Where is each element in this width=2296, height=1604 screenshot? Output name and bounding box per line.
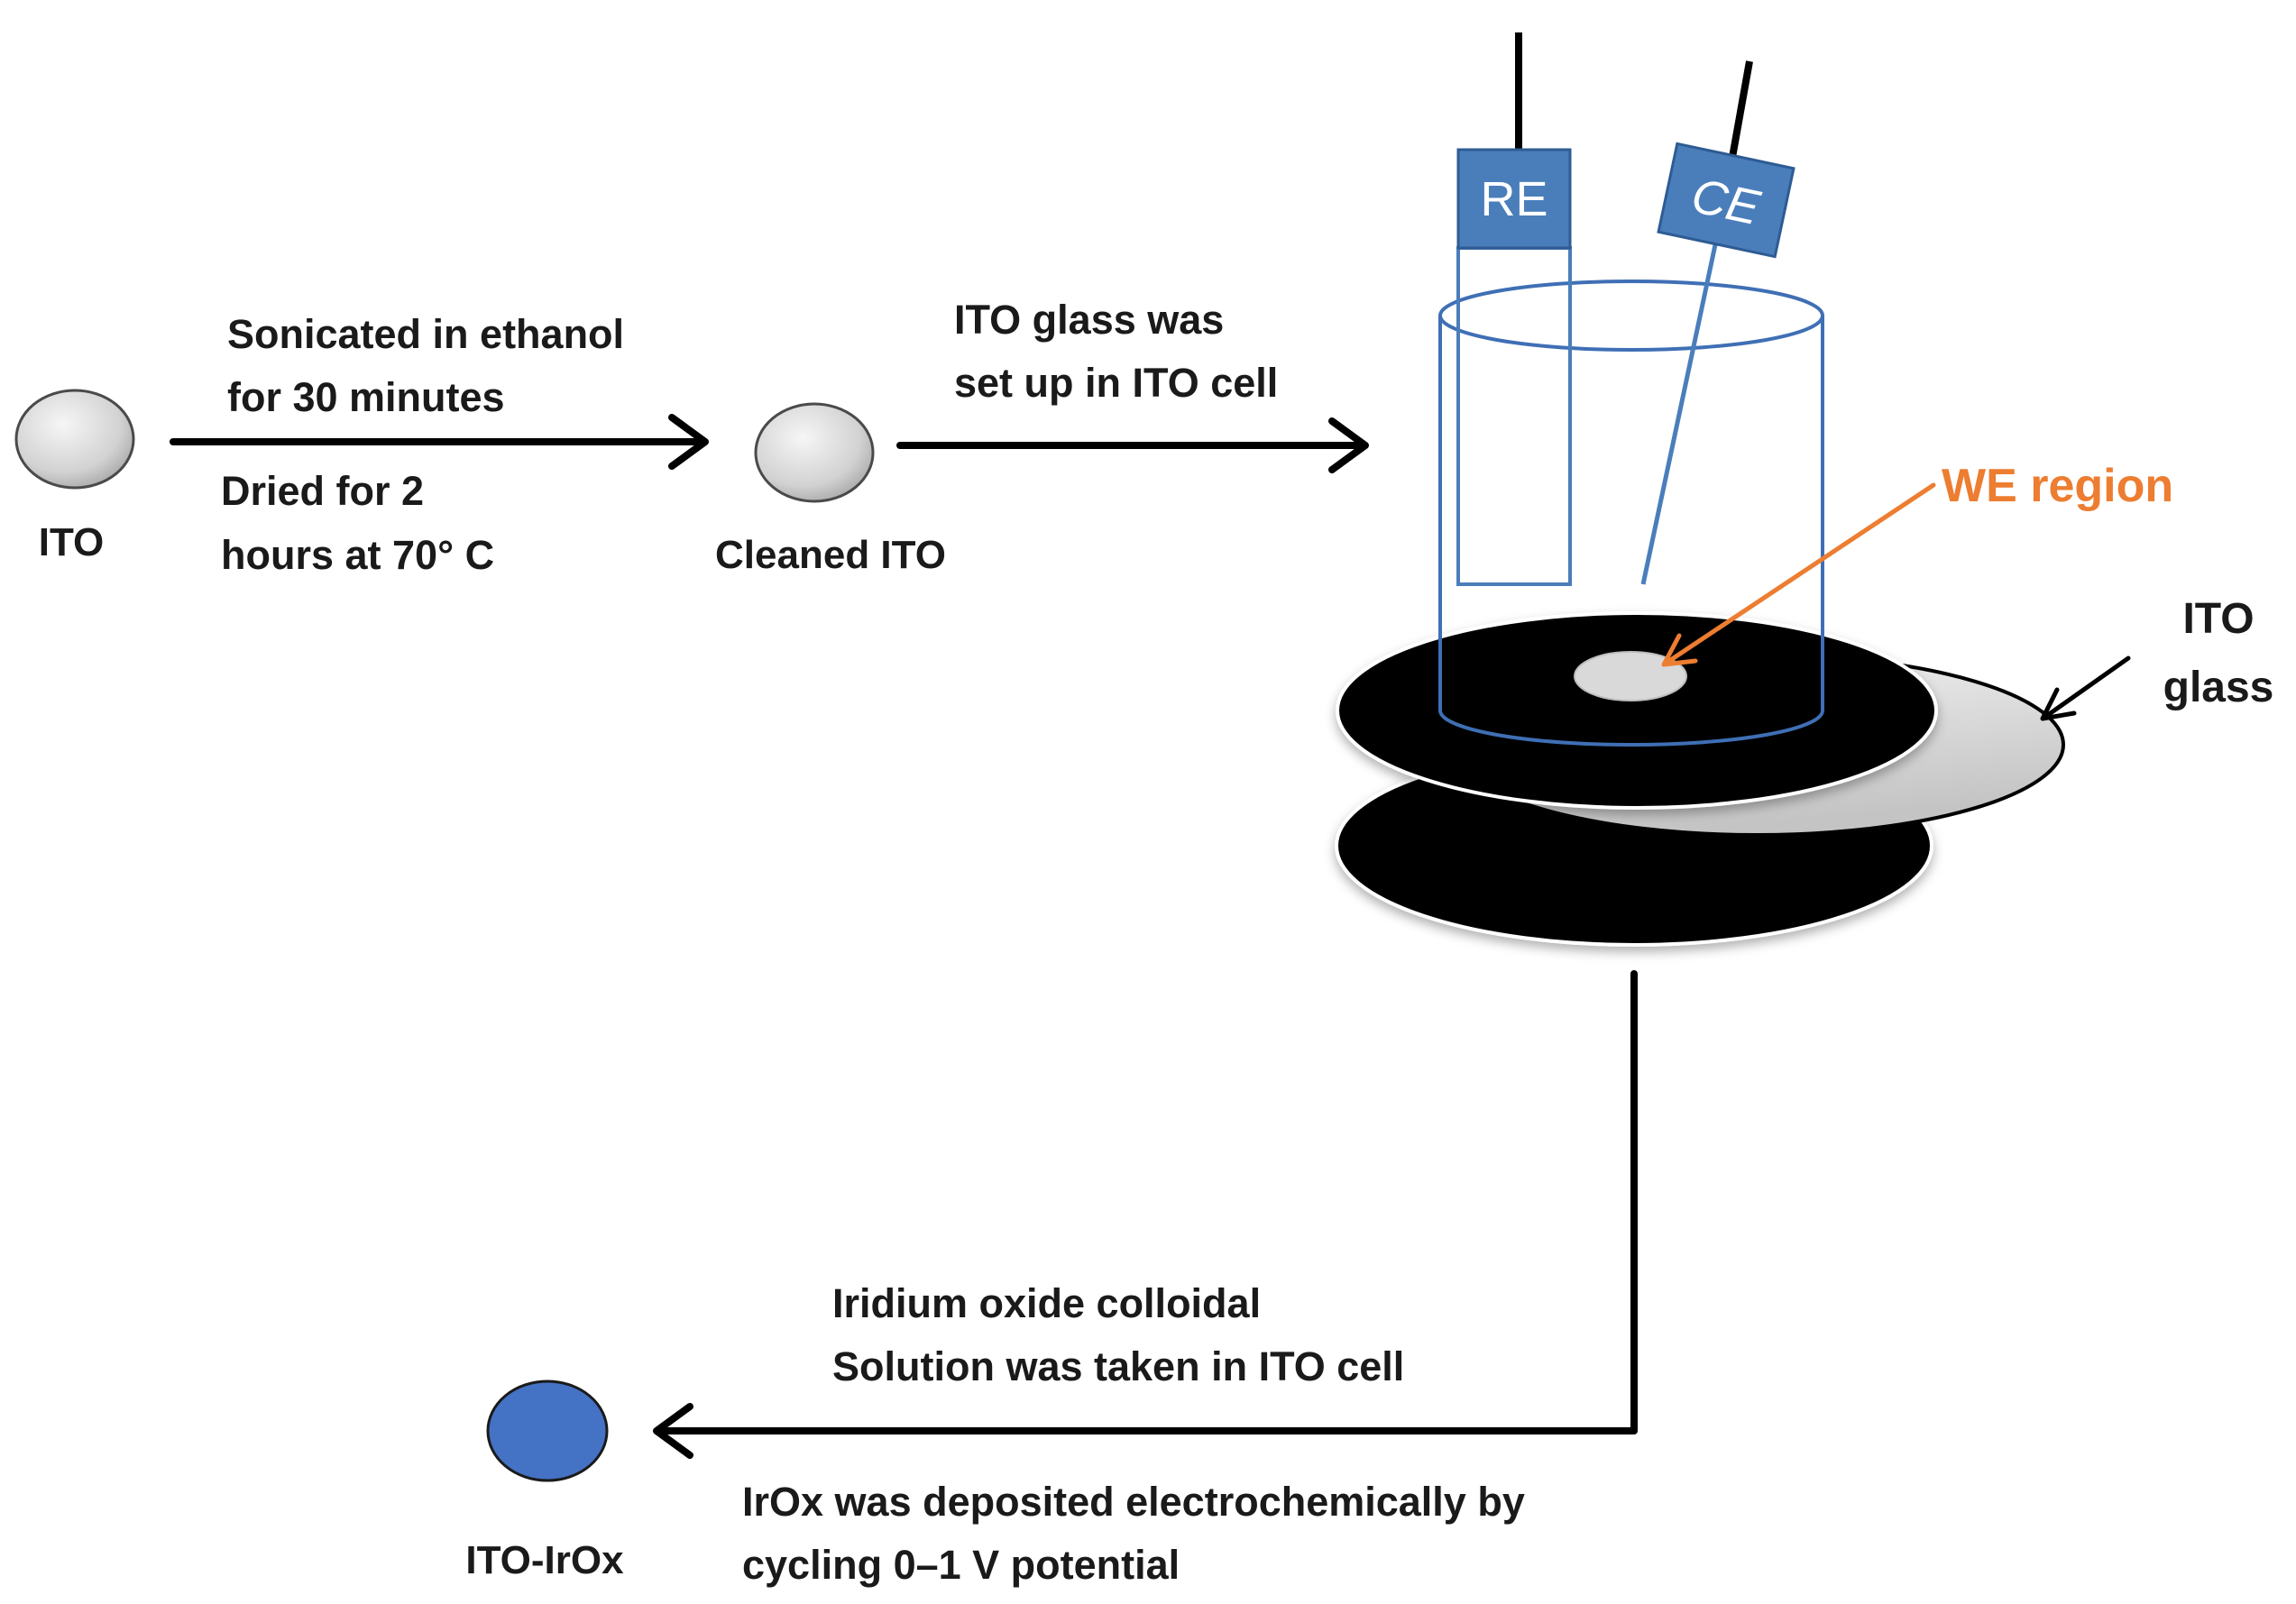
ito-sample-label: ITO (39, 520, 105, 564)
ito-glass-label-line2: glass (2163, 664, 2274, 711)
step1-text-line4: hours at 70° C (221, 532, 494, 578)
ito-sample-disc (14, 389, 135, 490)
arrow-clean-step (170, 414, 709, 470)
step2-text-line1: ITO glass was (954, 297, 1224, 343)
step1-text-line1: Sonicated in ethanol (227, 311, 624, 357)
step3-text-line4: cycling 0–1 V potential (742, 1542, 1180, 1588)
ito-glass-pointer (2040, 655, 2131, 721)
we-region-pointer (1661, 482, 1936, 667)
we-region-label: WE region (1942, 460, 2173, 512)
ito-irox-label: ITO-IrOx (465, 1538, 624, 1582)
step3-text-line3: IrOx was deposited electrochemically by (742, 1479, 1525, 1525)
cleaned-ito-disc (754, 402, 875, 503)
step1-text-line2: for 30 minutes (227, 374, 505, 420)
step3-text-line1: Iridium oxide colloidal (832, 1280, 1261, 1326)
electrochemical-cell: RE CE WE region ITO glass (1335, 32, 2274, 947)
arrow-deposition-step (653, 970, 1638, 1459)
cell-base-disc-top (1336, 611, 1938, 810)
step1-text-line3: Dried for 2 (221, 468, 424, 514)
ito-glass-label-line1: ITO (2182, 595, 2254, 643)
ito-irox-disc (486, 1379, 609, 1482)
arrow-setup-step (896, 417, 1369, 473)
re-label: RE (1480, 172, 1548, 226)
step3-text-line2: Solution was taken in ITO cell (832, 1343, 1404, 1389)
we-region-spot (1574, 651, 1687, 701)
counter-electrode: CE (1640, 60, 1795, 585)
cleaned-ito-label: Cleaned ITO (715, 533, 946, 577)
reference-electrode: RE (1456, 32, 1572, 586)
glass-cylinder (1438, 280, 1824, 747)
step2-text-line2: set up in ITO cell (954, 360, 1278, 406)
